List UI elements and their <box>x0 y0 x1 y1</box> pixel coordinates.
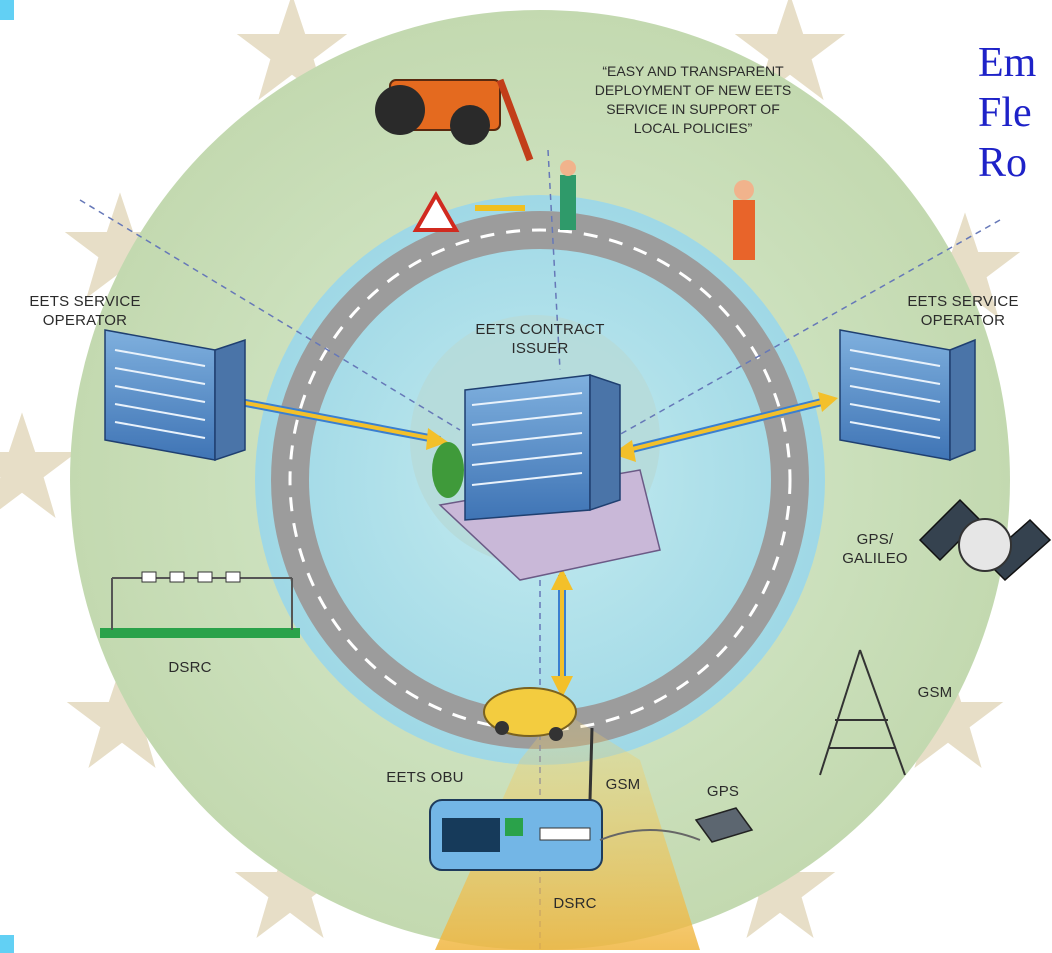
label-gps-galileo-line-2: GALILEO <box>842 550 908 567</box>
obu-device <box>429 727 754 871</box>
label-obu-gsm: GSM <box>605 776 641 793</box>
label-obu-dsrc: DSRC <box>553 895 597 912</box>
label-contract-issuer: EETS CONTRACT ISSUER <box>450 320 630 358</box>
heading-line-2: Fle <box>978 90 1032 136</box>
label-contract-issuer-line-2: ISSUER <box>511 340 569 357</box>
gsm-tower <box>819 649 906 776</box>
deployment-quote: “EASY AND TRANSPARENT DEPLOYMENT OF NEW … <box>548 62 838 138</box>
label-operator-left: EETS SERVICE OPERATOR <box>10 292 160 330</box>
label-contract-issuer-line-1: EETS CONTRACT <box>475 321 605 338</box>
quote-line-4: LOCAL POLICIES” <box>633 120 753 136</box>
label-obu-gps: GPS <box>706 783 740 800</box>
roadworks-sign-icon <box>412 190 460 232</box>
slide-edge-accent-bottom <box>0 935 14 953</box>
heading-line-3: Ro <box>978 140 1028 186</box>
quote-line-3: SERVICE IN SUPPORT OF <box>606 101 780 117</box>
quote-line-2: DEPLOYMENT OF NEW EETS <box>594 82 792 98</box>
heading-line-1: Em <box>978 40 1037 86</box>
car <box>483 687 577 741</box>
label-operator-left-line-1: EETS SERVICE <box>29 293 141 310</box>
label-gps-galileo: GPS/ GALILEO <box>825 530 925 568</box>
label-gps-galileo-line-1: GPS/ <box>856 531 894 548</box>
label-gsm-tower: GSM <box>917 684 953 701</box>
gps-galileo-satellite <box>918 498 1052 582</box>
label-operator-left-line-2: OPERATOR <box>42 312 128 329</box>
label-operator-right-line-2: OPERATOR <box>920 312 1006 329</box>
contract-issuer-building <box>432 373 661 581</box>
roadworks-scene <box>375 78 755 260</box>
slide-heading: Em Fle Ro <box>978 38 1052 188</box>
slide-edge-accent <box>0 0 14 20</box>
data-links <box>222 388 838 698</box>
quote-line-1: “EASY AND TRANSPARENT <box>602 63 784 79</box>
service-operator-right-building <box>839 329 976 462</box>
label-operator-right: EETS SERVICE OPERATOR <box>888 292 1038 330</box>
dsrc-gantry <box>100 571 300 638</box>
label-dsrc-gantry: DSRC <box>168 659 212 676</box>
service-operator-left-building <box>104 329 246 462</box>
label-operator-right-line-1: EETS SERVICE <box>907 293 1019 310</box>
label-obu: EETS OBU <box>386 769 464 786</box>
